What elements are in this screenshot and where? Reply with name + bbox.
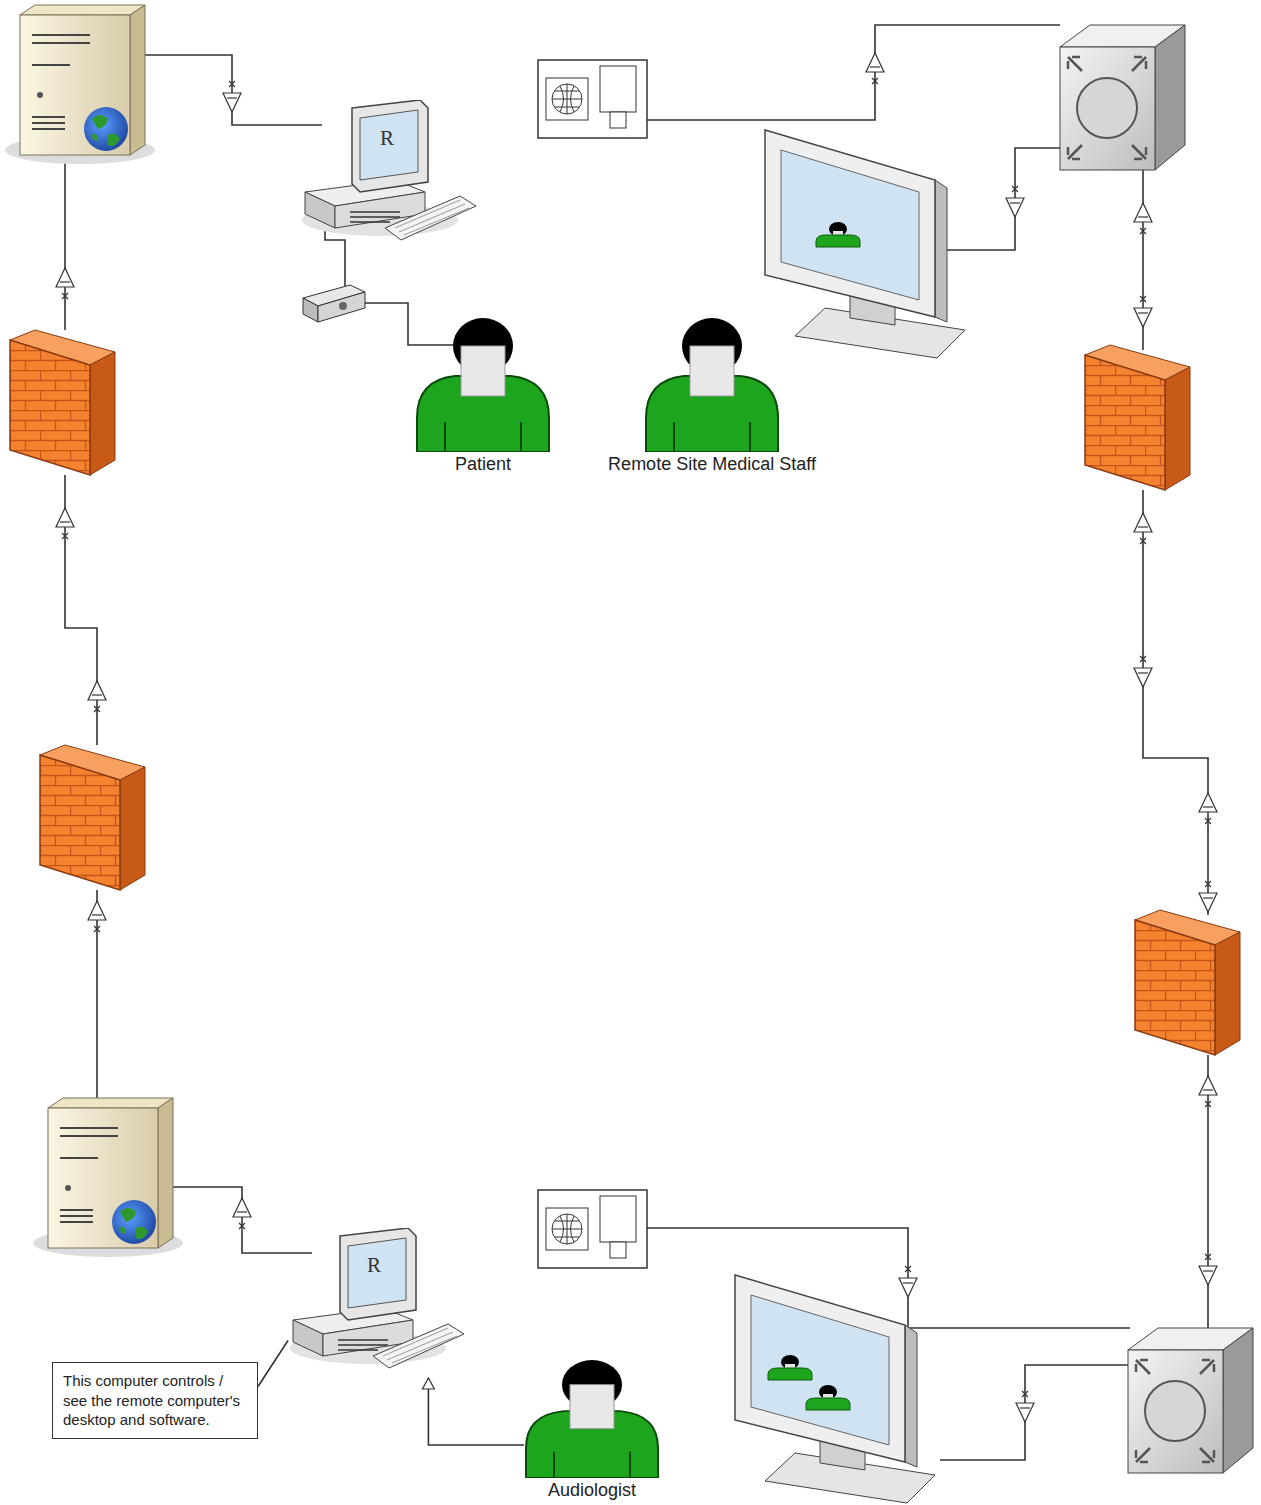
computer-node: R bbox=[300, 100, 480, 235]
person-label: Remote Site Medical Staff bbox=[608, 454, 816, 475]
person-icon bbox=[644, 318, 780, 452]
person-node: Audiologist bbox=[524, 1360, 660, 1478]
callout-box: This computer controls / see the remote … bbox=[52, 1362, 258, 1439]
connector bbox=[258, 1341, 288, 1387]
person-icon bbox=[415, 318, 551, 452]
person-label: Patient bbox=[455, 454, 511, 475]
computer-node: R bbox=[288, 1228, 468, 1378]
person-icon bbox=[524, 1360, 660, 1478]
person-node: Patient bbox=[415, 318, 551, 452]
computer-icon bbox=[300, 100, 480, 250]
screen-letter: R bbox=[380, 126, 394, 151]
connector bbox=[428, 1378, 524, 1445]
person-label: Audiologist bbox=[548, 1480, 636, 1501]
computer-icon bbox=[288, 1228, 468, 1378]
callout-text: This computer controls / see the remote … bbox=[63, 1371, 247, 1430]
person-node: Remote Site Medical Staff bbox=[644, 318, 780, 452]
screen-letter: R bbox=[367, 1253, 381, 1278]
